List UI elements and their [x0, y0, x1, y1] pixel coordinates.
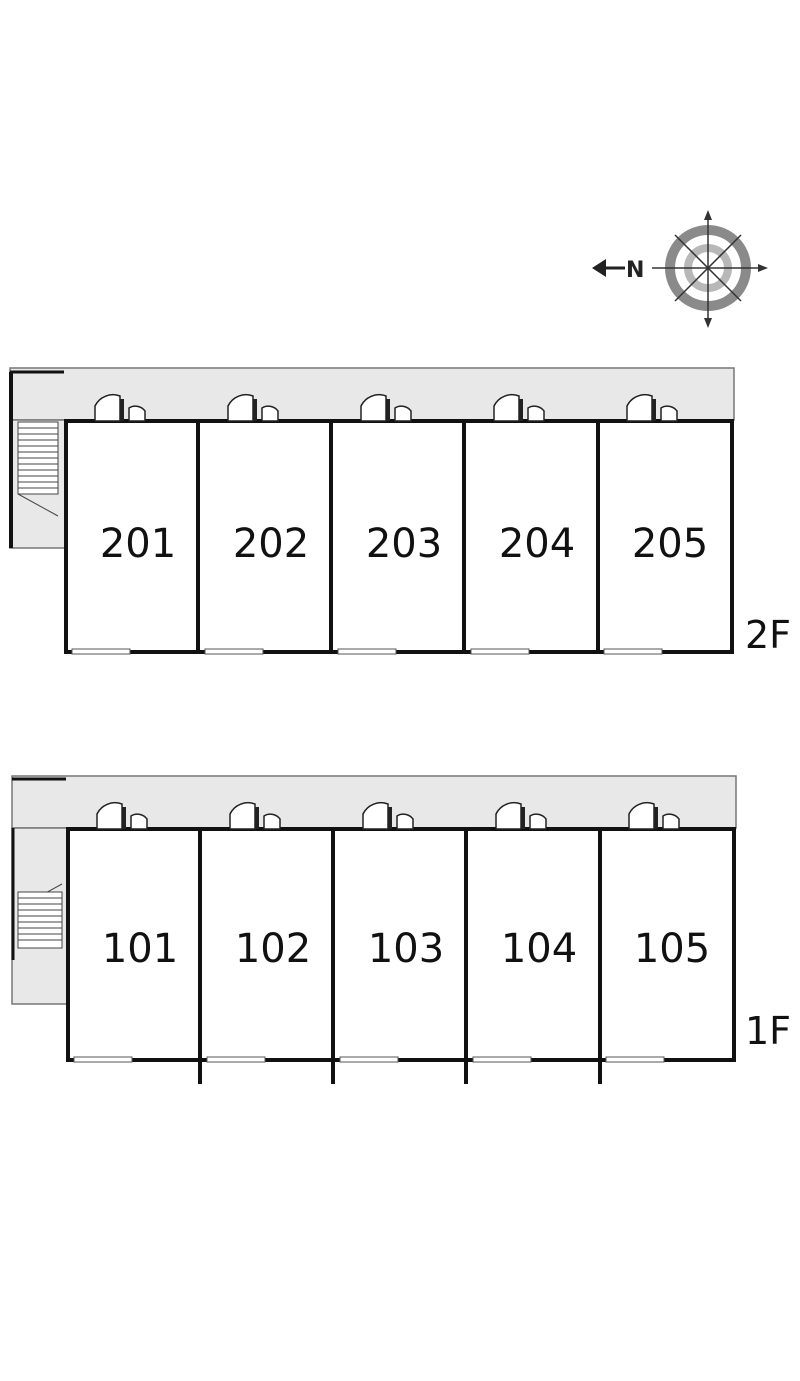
unit-label-205: 205 — [632, 521, 708, 567]
unit-label-102: 102 — [235, 926, 311, 972]
north-label: N — [626, 258, 644, 283]
door-104 — [495, 801, 547, 830]
staircase-2f — [17, 421, 59, 517]
unit-label-105: 105 — [634, 926, 710, 972]
units-block-1f — [66, 827, 736, 1062]
staircase-1f — [17, 883, 63, 949]
floor-1f: 101 102 103 104 105 1F — [11, 775, 791, 1084]
door-205 — [626, 393, 678, 422]
windows-1f — [73, 1056, 665, 1063]
door-202 — [227, 393, 279, 422]
unit-label-104: 104 — [501, 926, 577, 972]
door-101 — [96, 801, 148, 830]
units-block-2f — [64, 419, 734, 654]
door-105 — [628, 801, 680, 830]
unit-label-202: 202 — [233, 521, 309, 567]
unit-label-201: 201 — [100, 521, 176, 567]
unit-label-103: 103 — [368, 926, 444, 972]
door-204 — [493, 393, 545, 422]
unit-label-101: 101 — [102, 926, 178, 972]
door-102 — [229, 801, 281, 830]
floor-label-1f: 1F — [745, 1009, 791, 1053]
door-103 — [362, 801, 414, 830]
door-201 — [94, 393, 146, 422]
north-arrow-head — [592, 259, 606, 277]
door-203 — [360, 393, 412, 422]
floor-2f: 201 202 203 204 205 2F — [9, 367, 791, 657]
compass-icon: N — [592, 210, 768, 328]
unit-label-203: 203 — [366, 521, 442, 567]
windows-2f — [71, 648, 663, 655]
floor-label-2f: 2F — [745, 613, 791, 657]
unit-label-204: 204 — [499, 521, 575, 567]
